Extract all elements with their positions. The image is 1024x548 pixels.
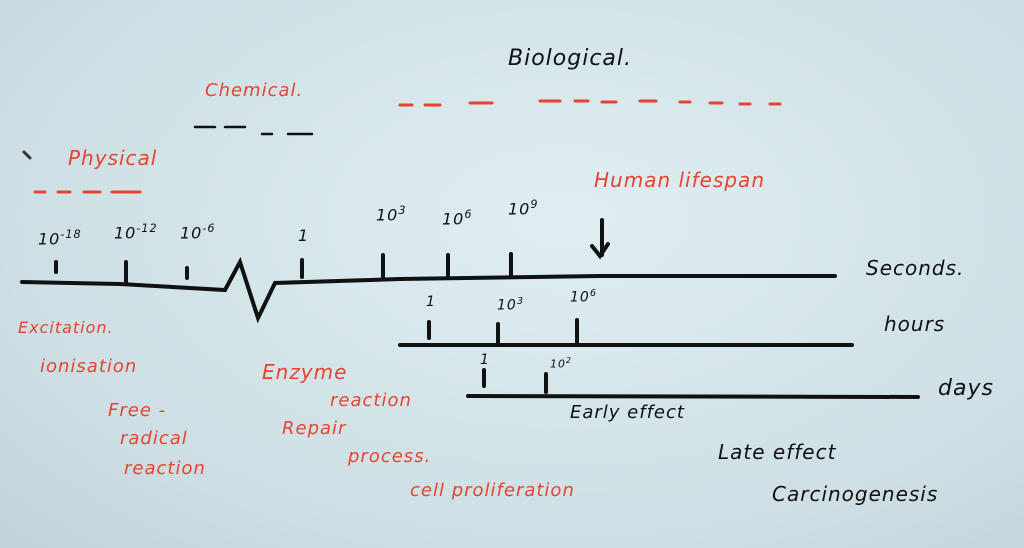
tick-label: 103 xyxy=(497,296,525,314)
enzyme-line2: reaction xyxy=(330,390,412,411)
physical-dash xyxy=(193,125,314,136)
days-axis-label: days xyxy=(938,376,994,401)
human-lifespan-label: Human lifespan xyxy=(594,168,765,192)
arrow-down-icon xyxy=(590,218,610,260)
ionisation-label: ionisation xyxy=(40,356,138,377)
tick-label: 102 xyxy=(550,356,572,371)
tick-label: 106 xyxy=(442,208,473,229)
enzyme-line1: Enzyme xyxy=(262,360,348,384)
tick-label: 1 xyxy=(298,226,310,245)
seconds-axis-line xyxy=(20,256,837,324)
physical-label: Physical xyxy=(68,146,158,170)
free-radical-line3: reaction xyxy=(124,458,206,479)
days-axis-line xyxy=(466,394,920,399)
tick-label: 10-6 xyxy=(180,222,216,243)
free-radical-line1: Free - xyxy=(108,400,167,421)
cell-proliferation-label: cell proliferation xyxy=(410,480,575,501)
chemical-label: Chemical. xyxy=(205,80,304,101)
repair-line2: process. xyxy=(348,446,432,467)
carcinogenesis-label: Carcinogenesis xyxy=(772,482,939,506)
hours-axis-label: hours xyxy=(884,312,946,336)
repair-line1: Repair xyxy=(282,418,347,439)
late-effect-label: Late effect xyxy=(718,440,837,464)
tick-label: 1 xyxy=(426,294,436,310)
excitation-label: Excitation. xyxy=(18,318,114,337)
seconds-axis-label: Seconds. xyxy=(866,256,965,280)
tick-label: 109 xyxy=(508,198,539,219)
biological-label: Biological. xyxy=(508,46,632,71)
early-effect-label: Early effect xyxy=(570,402,685,423)
tick-label: 106 xyxy=(570,288,598,306)
tick-label: 1 xyxy=(480,352,490,368)
pointer-mark xyxy=(22,150,32,160)
chemical-dash xyxy=(398,99,782,107)
tick-label: 103 xyxy=(376,204,407,225)
tick-label: 10-12 xyxy=(114,222,158,243)
tick-label: 10-18 xyxy=(38,228,82,249)
free-radical-line2: radical xyxy=(120,428,188,449)
